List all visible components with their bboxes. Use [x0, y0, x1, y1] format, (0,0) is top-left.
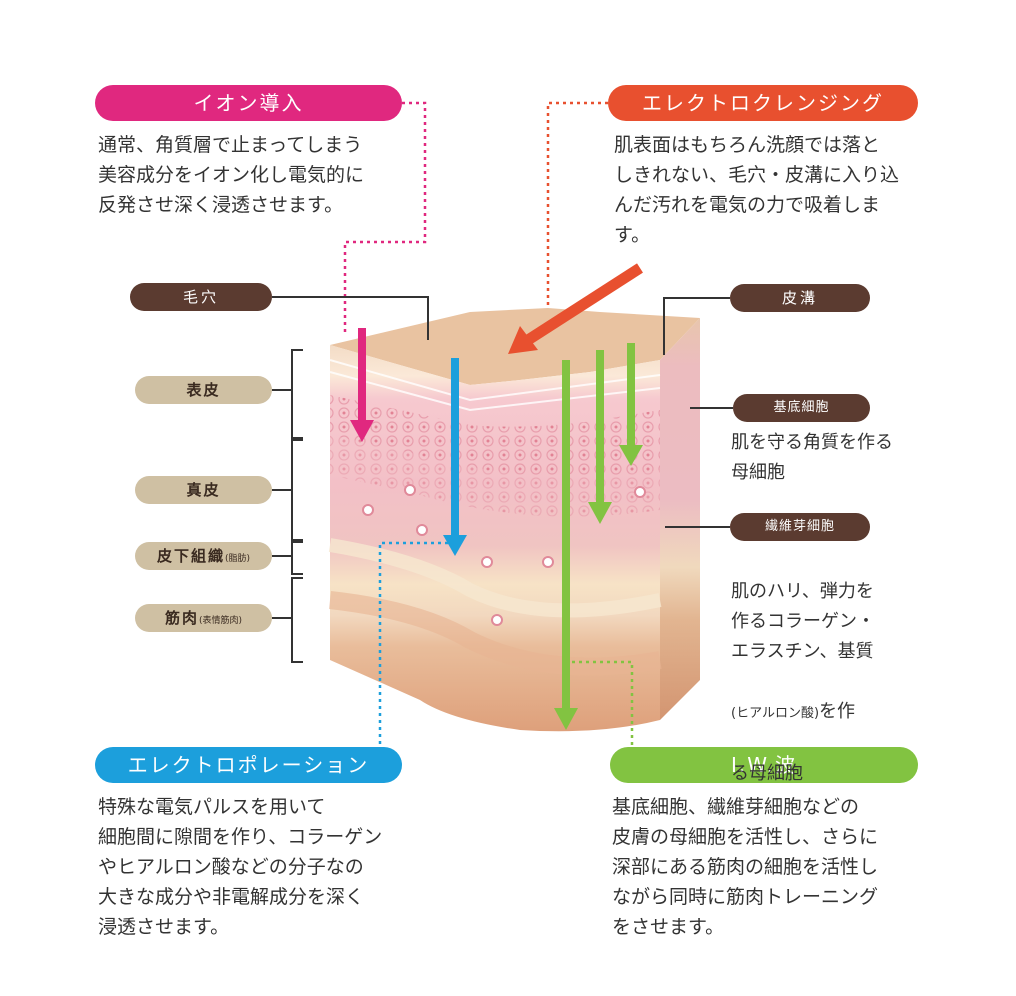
iw-arrow-short: [619, 343, 643, 466]
muscle-wave: [329, 591, 662, 676]
epidermis-label: 表皮: [135, 376, 272, 404]
fibroblast-desc: 肌のハリ、弾力を 作るコラーゲン・ エラスチン、基質 (ヒアルロン酸)を作 る母…: [731, 547, 875, 789]
muscle-main: 筋肉: [164, 609, 199, 627]
cleansing-arrow: [508, 263, 643, 354]
basal-cell-band: [330, 435, 660, 517]
iw-arrow-middle: [588, 350, 612, 524]
fibroblast-desc-main: 肌のハリ、弾力を 作るコラーゲン・ エラスチン、基質: [731, 581, 875, 662]
epidermis-bracket: [272, 349, 303, 439]
basal-cell-label: 基底細胞: [733, 394, 870, 422]
fibroblast-desc-end: る母細胞: [731, 763, 803, 784]
muscle-label: 筋肉(表情筋肉): [135, 604, 272, 632]
subcutaneous-bracket: [272, 541, 303, 575]
subcutaneous-main: 皮下組織: [156, 547, 225, 565]
electroporation-leader: [378, 541, 455, 758]
basal-cell-desc: 肌を守る角質を作る 母細胞: [731, 432, 893, 483]
fat-wave: [328, 538, 662, 618]
ion-title: イオン導入: [95, 85, 402, 121]
electroporation-desc: 特殊な電気パルスを用いて 細胞間に隙間を作り、コラーゲン やヒアルロン酸などの分…: [98, 796, 383, 938]
skin-block: [328, 308, 700, 732]
iw-title: I.W.波: [610, 747, 918, 783]
electroporation-title: エレクトロポレーション: [95, 747, 402, 783]
dermis-cell: [491, 614, 503, 626]
ion-desc: 通常、角質層で止まってしまう 美容成分をイオン化し電気的に 反発させ深く浸透させ…: [98, 134, 365, 216]
fibroblast-desc-mid: を作: [819, 701, 856, 722]
cleansing-title: エレクトロクレンジング: [608, 85, 918, 121]
fibroblast-desc-sub: (ヒアルロン酸): [731, 706, 820, 721]
electroporation-arrow: [443, 358, 467, 556]
dermis-cell: [362, 504, 374, 516]
dermis-cell: [416, 524, 428, 536]
subcutaneous-label: 皮下組織(脂肪): [135, 542, 272, 570]
cleansing-desc: 肌表面はもちろん洗顔では落と しきれない、毛穴・皮溝に入り込 んだ汚れを電気の力…: [614, 134, 900, 246]
dermis-cell: [634, 486, 646, 498]
muscle-sub: (表情筋肉): [198, 616, 243, 626]
pore-label: 毛穴: [130, 283, 272, 311]
muscle-bracket: [272, 577, 303, 663]
epidermis-cell-layer: [330, 395, 660, 477]
ion-arrow: [350, 328, 374, 442]
pore-leader: [272, 296, 429, 340]
dermis-cell: [542, 556, 554, 568]
fibroblast-label: 繊維芽細胞: [730, 513, 870, 541]
skin-groove-label: 皮溝: [730, 284, 870, 312]
arrows: [350, 263, 643, 730]
label-leaders: [272, 296, 733, 663]
cleansing-leader: [546, 101, 608, 305]
leader-lines: [343, 101, 634, 758]
dermis-label: 真皮: [135, 476, 272, 504]
iw-leader: [572, 660, 634, 752]
dermis-bracket: [272, 439, 303, 541]
dermis-cell: [481, 556, 493, 568]
subcutaneous-sub: (脂肪): [224, 554, 251, 564]
iw-desc: 基底細胞、繊維芽細胞などの 皮膚の母細胞を活性し、さらに 深部にある筋肉の細胞を…: [612, 796, 879, 938]
skin-groove-leader: [663, 297, 730, 355]
iw-arrow-long: [554, 360, 578, 730]
dermis-cell: [404, 484, 416, 496]
ion-leader: [343, 101, 427, 335]
skin-side-face: [660, 318, 700, 720]
